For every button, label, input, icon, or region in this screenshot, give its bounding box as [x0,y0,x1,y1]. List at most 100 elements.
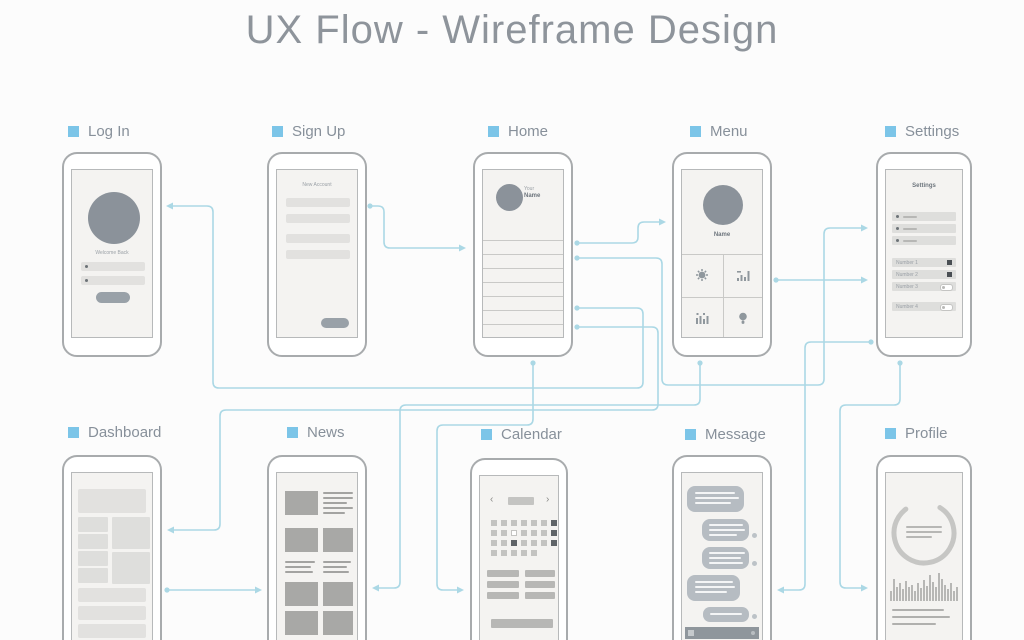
profile-chart-bar [935,587,937,601]
news-text-line [285,571,313,573]
flow-label-calendar: Calendar [481,426,562,443]
calendar-day-cell [491,520,497,526]
calendar-day-cell [511,550,517,556]
calendar-day-cell [501,550,507,556]
calendar-footer-bar [491,619,553,628]
news-text-line [285,561,315,563]
phone-login: Welcome Back [62,152,162,357]
dashboard-widget-block [112,517,150,549]
profile-text-line [892,616,950,618]
connector-dot-menu-to-settings [773,277,779,283]
profile-chart-bar [944,585,946,601]
connector-arrow-icon-home-to-calendar [457,586,464,594]
home-user-last: Name [524,193,541,199]
news-image [285,611,318,635]
connector-arrow-icon-menu-to-news [372,584,379,592]
profile-chart-bar [929,575,931,601]
attach-icon [688,630,694,636]
phone-calendar: ‹ › [470,458,568,640]
calendar-day-cell [521,530,527,536]
news-screen [276,472,358,640]
connector-dot-signup-to-home [367,203,373,209]
settings-row-label: Number 4 [896,304,918,310]
profile-chart-bar [953,591,955,601]
calendar-screen: ‹ › [479,475,559,640]
news-text-line [323,571,349,573]
calendar-day-cell [531,550,537,556]
settings-row-text-line [903,239,917,242]
chat-avatar-dot [752,614,757,619]
calendar-event-bar [487,581,519,588]
profile-chart-bar [905,581,907,601]
home-user-first: Your [524,186,535,192]
profile-chart-bar [947,589,949,601]
calendar-day-cell [501,530,507,536]
calendar-day-cell [551,540,557,546]
calendar-day-cell [511,530,517,536]
news-text-line [323,561,351,563]
calendar-day-cell [491,550,497,556]
login-bullet-icon [68,126,79,137]
toggle-off-icon [940,284,953,291]
settings-row-icon [896,215,899,218]
news-image [323,582,353,606]
chat-avatar-dot [752,533,757,538]
menu-screen: Name [681,169,763,338]
home-bullet-icon [488,126,499,137]
schedule-chart-icon [696,313,709,324]
profile-stat-line [906,531,942,533]
chat-bubble-right [703,607,749,622]
user-icon [85,265,88,268]
connector-home-to-dashboard [174,326,659,531]
phone-profile [876,455,972,640]
home-avatar [496,184,523,211]
connector-dot-home-to-dashboard [574,324,580,330]
dashboard-widget-block [112,552,150,584]
calendar-event-bar [525,592,555,599]
settings-row-label: Number 2 [896,272,918,278]
connector-arrow-icon-home-to-login [166,202,173,210]
profile-chart-bar [908,587,910,601]
message-input-bar [685,627,759,639]
connector-arrow-icon-signup-to-home [459,244,466,252]
news-image [323,528,353,552]
profile-chart-bar [911,585,913,601]
calendar-day-grid [491,520,557,556]
menu-grid-divider [723,254,724,337]
menu-user-name: Name [713,232,731,238]
profile-chart-bar [926,586,928,601]
settings-label: Settings [905,123,960,140]
menu-label: Menu [710,123,748,140]
connector-arrow-icon-menu-to-settings [861,276,868,284]
dashboard-bullet-icon [68,427,79,438]
login-screen: Welcome Back [71,169,153,338]
settings-row-icon [896,227,899,230]
profile-chart-bar [923,580,925,601]
chat-bubble-left [687,486,744,512]
flow-label-menu: Menu [690,123,748,140]
news-text-line [323,566,347,568]
flow-label-login: Log In [68,123,130,140]
profile-label: Profile [905,425,948,442]
signup-screen: New Account [276,169,358,338]
phone-message [672,455,772,640]
profile-chart-bar [932,582,934,601]
calendar-day-cell [541,530,547,536]
chat-bubble-right [702,519,749,541]
lock-icon [85,279,88,282]
profile-chart-bar [941,579,943,601]
dashboard-label: Dashboard [88,424,162,441]
settings-menu-row [892,224,956,233]
calendar-day-cell [551,520,557,526]
signup-field [286,234,350,243]
profile-chart-bar [917,583,919,601]
dashboard-stat-bar [78,568,108,583]
menu-avatar [703,185,743,225]
signup-field [286,250,350,259]
profile-chart-bar [893,579,895,601]
calendar-day-cell [501,540,507,546]
news-text-line [323,507,353,509]
news-label: News [307,424,345,441]
phone-menu: Name [672,152,772,357]
dashboard-stat-bar [78,551,108,566]
